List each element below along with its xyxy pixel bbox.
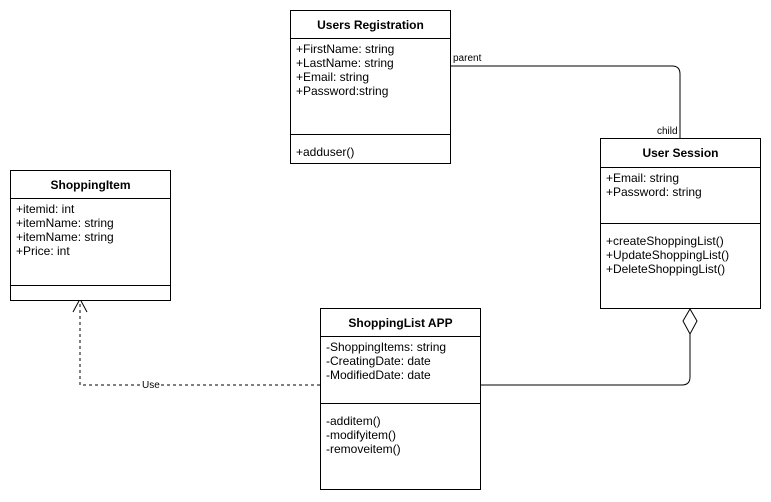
parent-role-label: parent [453,53,482,64]
class-operations: +adduser() [291,135,450,159]
class-attributes: +FirstName: string +LastName: string +Em… [291,39,450,135]
operation: -modifyitem() [326,428,397,442]
attribute: +FirstName: string [296,42,395,56]
class-name: ShoppingList APP [321,309,480,337]
class-name: Users Registration [291,11,450,39]
operation: +DeleteShoppingList() [606,262,726,276]
operation: -removeitem() [326,442,401,456]
child-role-label: child [657,126,678,137]
shopping-list-app-class[interactable]: ShoppingList APP -ShoppingItems: string … [320,308,481,490]
use-label: Use [141,380,161,391]
attribute: -ShoppingItems: string [326,340,447,354]
operation: -additem() [326,414,381,428]
attribute: +Password:string [296,84,389,98]
class-attributes: +itemid: int +itemName: string +itemName… [11,199,170,286]
aggregation-connector[interactable] [480,334,691,386]
class-attributes: +Email: string +Password: string [601,168,760,224]
class-operations: -additem() -modifyitem() -removeitem() [321,404,480,456]
use-dependency-connector[interactable] [79,300,320,386]
operation: +createShoppingList() [606,234,724,248]
user-session-class[interactable]: User Session +Email: string +Password: s… [600,138,761,309]
attribute: +Price: int [16,244,70,258]
shopping-item-class[interactable]: ShoppingItem +itemid: int +itemName: str… [10,170,171,301]
attribute: +itemName: string [16,230,114,244]
attribute: +itemName: string [16,216,114,230]
aggregation-diamond [682,308,698,336]
attribute: +LastName: string [296,56,394,70]
operation: +adduser() [296,145,355,159]
users-registration-class[interactable]: Users Registration +FirstName: string +L… [290,10,451,164]
class-name: ShoppingItem [11,171,170,199]
attribute: +Password: string [606,185,702,199]
attribute: +Email: string [606,171,680,185]
class-operations [11,286,170,289]
attribute: -CreatingDate: date [326,354,431,368]
attribute: +Email: string [296,70,370,84]
parent-child-connector[interactable] [450,65,681,138]
attribute: +itemid: int [16,202,75,216]
class-attributes: -ShoppingItems: string -CreatingDate: da… [321,337,480,404]
class-operations: +createShoppingList() +UpdateShoppingLis… [601,224,760,276]
operation: +UpdateShoppingList() [606,248,730,262]
class-name: User Session [601,139,760,168]
attribute: -ModifiedDate: date [326,368,431,382]
